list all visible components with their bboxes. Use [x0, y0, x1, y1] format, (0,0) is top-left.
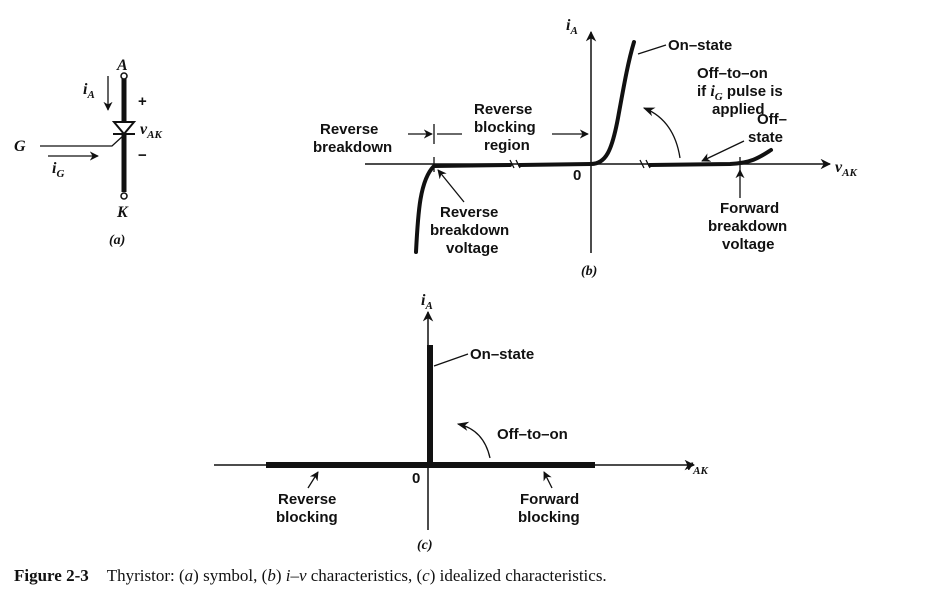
- figure-caption: Figure 2-3 Thyristor: (a) symbol, (b) i–…: [14, 566, 607, 585]
- b-reverse-blocking-line1: Reverse: [474, 101, 532, 118]
- panel-a-symbol: A K G iG iA + vAK − (a): [14, 57, 162, 248]
- b-off-state-curve: [648, 148, 773, 167]
- plus-sign: +: [138, 93, 147, 110]
- panel-b-caption: (b): [581, 264, 597, 279]
- b-reverse-breakdown-line2: breakdown: [313, 139, 392, 156]
- b-reverse-blocking-line3: region: [484, 137, 530, 154]
- c-on-state-label: On–state: [470, 346, 534, 363]
- b-off-to-on-arrow: [642, 107, 681, 159]
- c-origin: 0: [412, 470, 420, 487]
- b-rb-voltage-line2: breakdown: [430, 222, 509, 239]
- b-off-state-line1: Off–: [757, 111, 787, 128]
- panel-c-idealized: iA vAK 0 On–state Off–to–on Reverse bloc…: [214, 292, 708, 553]
- b-ia-label: iA: [566, 17, 578, 37]
- c-ia-label: iA: [421, 292, 433, 312]
- c-forward-blocking-line1: Forward: [520, 491, 579, 508]
- b-vak-label: vAK: [835, 159, 857, 179]
- gate-label: G: [14, 138, 26, 155]
- panel-a-caption: (a): [109, 233, 125, 248]
- c-reverse-blocking-line1: Reverse: [278, 491, 336, 508]
- b-on-state-label: On–state: [668, 37, 732, 54]
- anode-label: A: [116, 57, 128, 74]
- b-rb-voltage-line3: voltage: [446, 240, 499, 257]
- b-reverse-curve: [414, 163, 512, 254]
- b-fb-voltage-line2: breakdown: [708, 218, 787, 235]
- c-off-to-on-arrow: [456, 421, 491, 459]
- b-reverse-breakdown-line1: Reverse: [320, 121, 378, 138]
- c-forward-blocking-arrow: [543, 471, 553, 489]
- cathode-terminal: [120, 192, 128, 200]
- vak-label: vAK: [140, 121, 162, 141]
- b-off-to-on-line3: applied: [712, 101, 765, 118]
- b-off-to-on-line1: Off–to–on: [697, 65, 768, 82]
- c-off-to-on-label: Off–to–on: [497, 426, 568, 443]
- gate-lead: [40, 134, 125, 147]
- panel-c-caption: (c): [417, 538, 433, 553]
- b-fb-voltage-line3: voltage: [722, 236, 775, 253]
- b-break-mark-2: [639, 159, 651, 169]
- c-reverse-blocking-arrow: [307, 471, 319, 489]
- b-reverse-blocking-line2: blocking: [474, 119, 536, 136]
- b-origin: 0: [573, 167, 581, 184]
- anode-terminal: [120, 72, 128, 80]
- panel-b-characteristics: iA vAK 0 On–state Off–to–on if iG pulse …: [313, 17, 857, 279]
- b-rb-voltage-arrow: [437, 169, 465, 203]
- c-reverse-blocking-line2: blocking: [276, 509, 338, 526]
- b-rb-voltage-line1: Reverse: [440, 204, 498, 221]
- c-vak-label: vAK: [686, 457, 708, 477]
- b-break-mark-1: [509, 159, 521, 169]
- minus-sign: −: [138, 147, 147, 164]
- ia-label: iA: [83, 81, 95, 101]
- c-on-state-leader: [433, 353, 469, 367]
- b-off-state-line2: state: [748, 129, 783, 146]
- b-off-to-on-line2: if iG pulse is: [697, 83, 783, 103]
- b-off-state-arrow: [701, 140, 745, 162]
- c-forward-blocking-line2: blocking: [518, 509, 580, 526]
- cathode-label: K: [116, 204, 129, 221]
- b-on-state-curve: [518, 40, 636, 167]
- thyristor-triangle: [111, 121, 137, 136]
- b-on-state-leader: [637, 44, 667, 55]
- ig-label: iG: [52, 160, 64, 180]
- b-fb-voltage-line1: Forward: [720, 200, 779, 217]
